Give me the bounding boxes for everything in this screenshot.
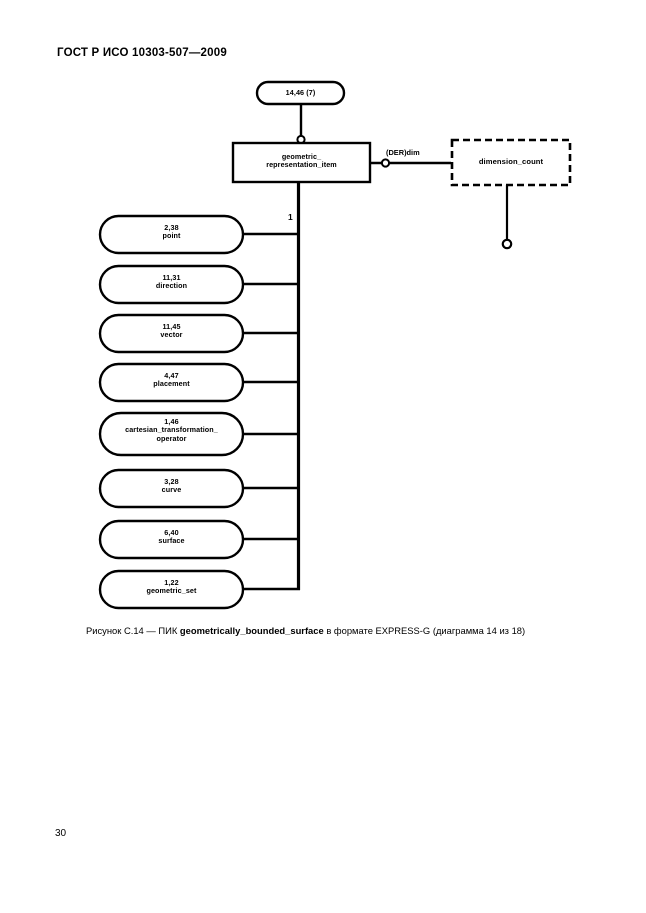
subtype-ref-placement: 4,47 (164, 371, 179, 380)
figure-caption-prefix: Рисунок С.14 — ПИК (86, 625, 180, 636)
subtype-ref-curve: 3,28 (164, 477, 179, 486)
page-ref-box-label: 14,46 (7) (285, 88, 316, 97)
subtype-name-surface: surface (158, 536, 185, 546)
subtype-label-vector: 11,45 vector (100, 322, 243, 340)
figure-caption: Рисунок С.14 — ПИК geometrically_bounded… (86, 624, 586, 637)
main-entity-label: geometric_ representation_item (233, 152, 370, 170)
document-header: ГОСТ Р ИСО 10303-507—2009 (57, 47, 227, 59)
der-attribute-label: (DER)dim (386, 148, 420, 157)
subtype-label-direction: 11,31 direction (100, 273, 243, 291)
subtype-label-placement: 4,47 placement (100, 371, 243, 389)
subtype-label-curve: 3,28 curve (100, 477, 243, 495)
page-number: 30 (55, 828, 67, 839)
figure-caption-entity: geometrically_bounded_surface (179, 625, 324, 636)
subtype-name2-cartesian-transformation-operator: operator (156, 433, 187, 443)
subtype-name-placement: placement (153, 379, 190, 389)
dashed-entity-label: dimension_count (478, 157, 544, 166)
express-g-diagram: 14,46 (7) geometric_ representation_item… (98, 80, 572, 610)
subtype-ref-point: 2,38 (164, 223, 179, 232)
main-entity-label-line1: geometric_ (281, 152, 322, 161)
der-circle-endpoint (380, 158, 391, 168)
subtype-ref-geometric-set: 1,22 (164, 578, 179, 587)
diagram-canvas (98, 80, 572, 610)
dashed-entity-box-shape (450, 138, 572, 187)
subtype-label-geometric-set: 1,22 geometric_set (100, 578, 243, 596)
subtype-name-cartesian-transformation-operator: cartesian_transformation_ (125, 425, 218, 435)
subtype-name-direction: direction (155, 281, 188, 291)
subtype-ref-surface: 6,40 (164, 528, 179, 537)
figure-caption-suffix: в формате EXPRESS-G (диаграмма 14 из 18) (323, 625, 526, 636)
subtype-ref-direction: 11,31 (162, 273, 181, 282)
subtype-name-curve: curve (161, 485, 182, 495)
main-entity-box-shape (231, 141, 372, 184)
subtype-label-cartesian-transformation-operator: 1,46 cartesian_transformation_ operator (100, 417, 243, 443)
subtype-ref-cartesian-transformation-operator: 1,46 (164, 417, 179, 426)
subtype-label-point: 2,38 point (100, 223, 243, 241)
subtype-name-geometric-set: geometric_set (146, 586, 197, 596)
subtype-name-vector: vector (160, 330, 183, 340)
cardinality-label: 1 (288, 212, 293, 222)
subtype-name-point: point (162, 231, 181, 241)
subtype-ref-vector: 11,45 (162, 322, 181, 331)
main-entity-label-line2: representation_item (266, 160, 337, 170)
subtype-label-surface: 6,40 surface (100, 528, 243, 546)
dashed-entity-circle-endpoint (501, 238, 513, 250)
